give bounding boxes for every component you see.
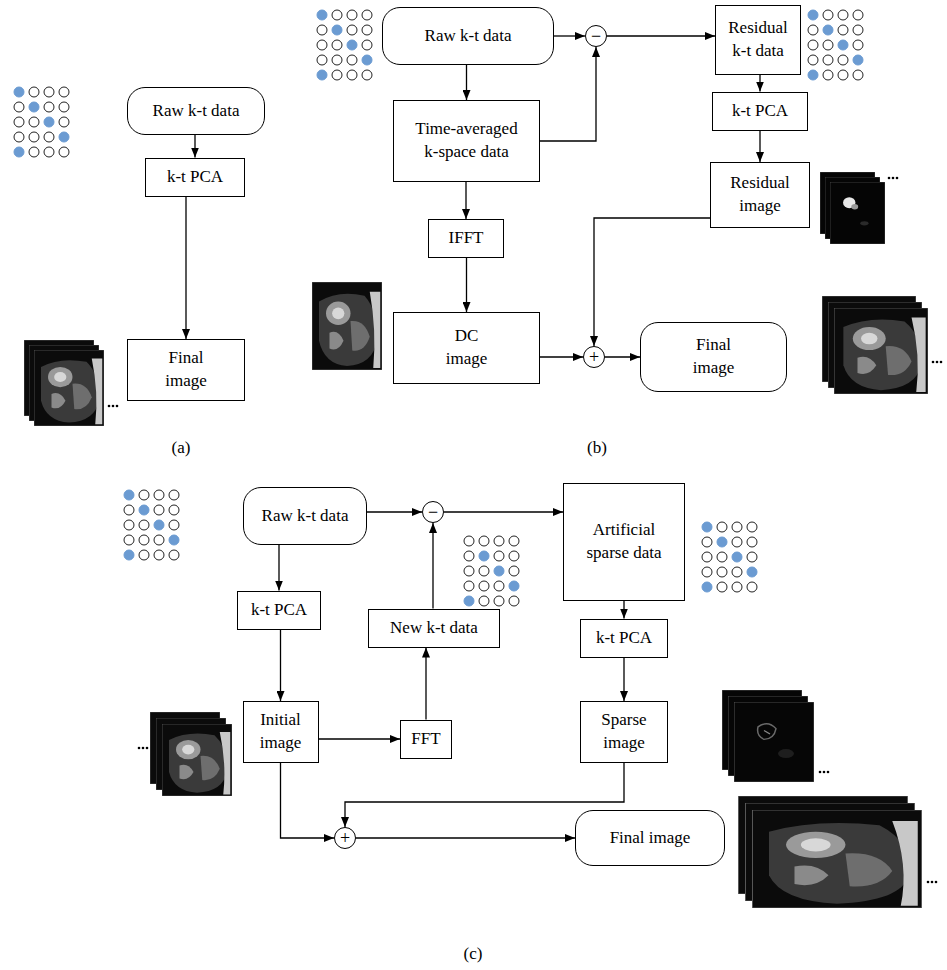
node-label: + <box>340 829 350 847</box>
process-box: Sparse image <box>580 701 668 763</box>
process-box: Residual k-t data <box>715 5 801 75</box>
flow-arrow <box>367 511 422 512</box>
flow-arrow <box>185 197 186 340</box>
node-label: FFT <box>411 728 440 751</box>
sampling-grid <box>317 10 372 80</box>
image-stack <box>822 296 942 394</box>
flow-arrow <box>623 658 624 702</box>
sampling-grid <box>702 522 757 592</box>
flow-arrow <box>356 837 575 838</box>
panel-label: (a) <box>172 438 191 458</box>
image-stack <box>738 796 937 908</box>
flow-arrow <box>466 258 467 312</box>
node-label: Raw k-t data <box>425 25 512 48</box>
flow-arrow <box>466 65 467 100</box>
terminal-box: Raw k-t data <box>243 487 367 545</box>
node-label: k-t PCA <box>596 627 652 650</box>
process-box: FFT <box>400 720 452 759</box>
terminal-box: Final image <box>640 322 787 392</box>
flow-arrow <box>759 131 760 163</box>
node-label: Initial image <box>251 709 311 755</box>
process-box: New k-t data <box>368 609 500 648</box>
process-box: DC image <box>393 312 540 384</box>
node-label: k-t PCA <box>167 166 223 189</box>
image-stack <box>24 340 118 426</box>
sampling-grid <box>464 536 519 606</box>
node-label: Time-averaged k-space data <box>407 118 527 164</box>
node-label: Residual k-t data <box>723 17 793 63</box>
node-label: Final image <box>156 347 216 393</box>
node-label: Sparse image <box>594 709 654 755</box>
flow-arrow <box>319 738 401 739</box>
node-label: Residual image <box>725 172 795 218</box>
panel-label: (c) <box>464 944 483 964</box>
node-label: New k-t data <box>390 617 478 640</box>
image-stack <box>138 712 232 796</box>
node-label: k-t PCA <box>732 100 788 123</box>
flow-arrow <box>444 511 563 512</box>
node-label: Final image <box>610 827 691 850</box>
process-box: k-t PCA <box>580 619 668 658</box>
flow-arrow <box>465 182 466 219</box>
operator-circle: + <box>334 827 356 849</box>
process-box: k-t PCA <box>237 591 321 630</box>
panel-label: (b) <box>587 438 607 458</box>
operator-circle: − <box>585 25 607 47</box>
flow-arrow <box>607 35 715 36</box>
mr-image <box>312 282 382 370</box>
flow-arrow <box>623 601 624 619</box>
image-stack <box>722 690 829 782</box>
node-label: − <box>428 503 438 521</box>
flow-arrow <box>425 648 426 720</box>
node-label: DC image <box>442 325 492 371</box>
node-label: − <box>591 27 601 45</box>
node-label: + <box>589 348 599 366</box>
node-label: Final image <box>684 334 744 380</box>
flow-arrow <box>540 356 583 357</box>
node-label: k-t PCA <box>251 599 307 622</box>
flow-arrow <box>278 545 279 591</box>
node-label: Raw k-t data <box>153 100 240 123</box>
node-label: IFFT <box>449 227 484 250</box>
flow-arrow <box>432 523 433 609</box>
process-box: k-t PCA <box>145 158 245 197</box>
flow-arrow <box>281 763 335 838</box>
flow-arrow <box>554 35 585 36</box>
flow-arrow <box>280 630 281 702</box>
process-box: Final image <box>127 339 245 401</box>
flow-arrow <box>605 356 640 357</box>
process-box: IFFT <box>428 219 504 258</box>
terminal-box: Raw k-t data <box>382 7 554 65</box>
sampling-grid <box>124 490 179 560</box>
node-label: Artificial sparse data <box>584 519 664 565</box>
image-stack <box>820 172 898 244</box>
operator-circle: + <box>583 346 605 368</box>
flow-arrow <box>194 135 195 158</box>
node-label: Raw k-t data <box>262 505 349 528</box>
sampling-grid <box>14 87 69 157</box>
operator-circle: − <box>422 501 444 523</box>
process-box: Residual image <box>710 162 810 228</box>
process-box: Initial image <box>243 701 319 763</box>
terminal-box: Final image <box>575 810 725 866</box>
sampling-grid <box>808 10 863 80</box>
flow-arrow <box>759 75 760 92</box>
process-box: Artificial sparse data <box>563 483 685 601</box>
terminal-box: Raw k-t data <box>127 87 265 135</box>
process-box: k-t PCA <box>712 92 808 131</box>
flow-arrow <box>540 47 596 141</box>
process-box: Time-averaged k-space data <box>393 100 540 182</box>
